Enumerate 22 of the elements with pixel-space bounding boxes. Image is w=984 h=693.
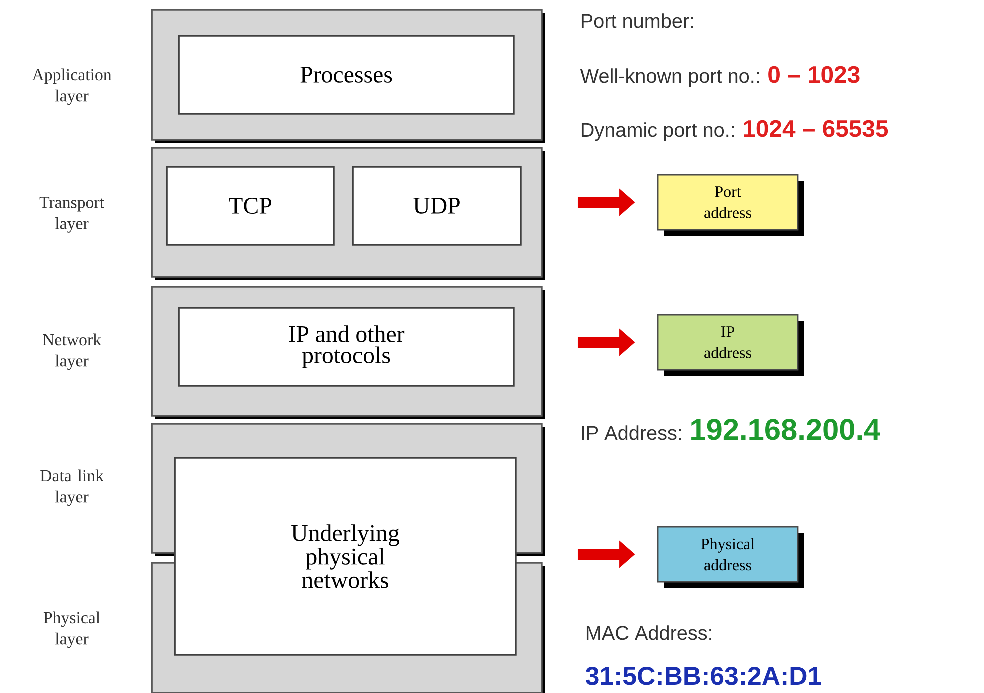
layer-label: Physical layer xyxy=(44,612,100,648)
label-text: MAC Address: xyxy=(586,626,712,640)
address-box: Physical address xyxy=(657,526,804,588)
protocol-box: UDP xyxy=(352,166,522,246)
value-text: 31:5C:BB:63:2A:D1 xyxy=(586,666,822,686)
layer-label: Data link layer xyxy=(40,470,104,506)
label-text: Dynamic port no.: xyxy=(582,122,734,142)
protocol-box: IP and other protocols xyxy=(178,307,515,387)
address-box: IP address xyxy=(657,314,804,376)
protocol-box: Underlying physical networks xyxy=(174,457,517,656)
layer-label: Transport layer xyxy=(40,197,104,233)
protocol-box: Processes xyxy=(178,35,515,115)
label-text: Port number: xyxy=(582,14,694,28)
label-text: IP Address: xyxy=(582,426,682,440)
label-text: Well-known port no.: xyxy=(580,68,760,88)
value-text: 1024 – 65535 xyxy=(744,120,888,138)
layer-label: Application layer xyxy=(32,68,112,106)
address-box: Port address xyxy=(657,174,804,236)
value-text: 0 – 1023 xyxy=(768,66,860,84)
protocol-box: TCP xyxy=(166,166,335,246)
layer-label: Network layer xyxy=(43,334,102,370)
value-text: 192.168.200.4 xyxy=(692,419,880,440)
